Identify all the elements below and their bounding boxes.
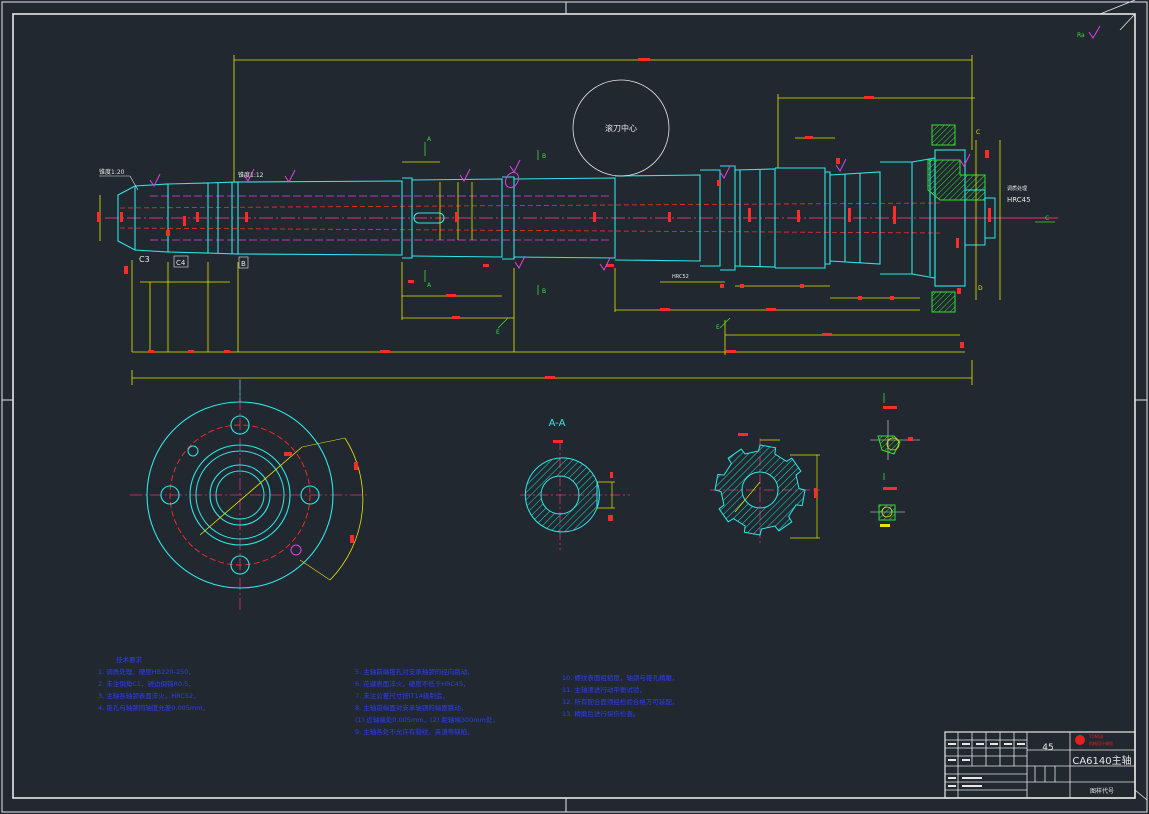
section-c-label: C xyxy=(1045,215,1049,222)
hardness-label: HRC45 xyxy=(1007,196,1031,204)
section-e-label-right: E xyxy=(716,324,720,331)
note-line: 5. 主轴前端锥孔对支承轴颈的径向跳动， xyxy=(355,668,474,676)
note-line: 8. 主轴前端面对支承轴颈的端面跳动， xyxy=(355,704,468,712)
chamfer-c4-label: C4 xyxy=(176,259,186,267)
shaft-bore-hidden xyxy=(119,202,941,234)
title-school-line2: 机械设计课程 xyxy=(1089,740,1113,746)
section-aa-view: A-A xyxy=(520,418,630,550)
spline-section-view xyxy=(710,433,820,546)
note-line: (1) 近轴端处0.005mm，(2) 距轴端300mm处， xyxy=(355,716,499,724)
dimension-lines xyxy=(99,55,1001,385)
note-line: 4. 锥孔与轴颈同轴度允差0.005mm， xyxy=(98,704,210,712)
shaft-outline xyxy=(117,157,936,279)
note-line: 12. 所有配合面须经检验合格方可装配， xyxy=(562,698,679,706)
title-material: 45 xyxy=(1042,743,1053,753)
datum-b-label: B xyxy=(241,260,246,268)
note-line: 11. 主轴须进行动平衡试验， xyxy=(562,686,646,694)
section-d-label: D xyxy=(978,285,983,292)
section-e-label-left: E xyxy=(496,329,500,336)
roughness-marks xyxy=(149,153,971,271)
section-a-label-top: A xyxy=(427,136,432,143)
section-c-label-flange: C xyxy=(976,129,980,136)
main-shaft-view: 滚刀中心 xyxy=(97,55,1058,385)
title-drawing-no: 图样代号 xyxy=(1090,787,1114,795)
note-line: 1. 调质处理，硬度HB220-250， xyxy=(98,668,195,676)
note-line: 9. 主轴各处不允许有裂纹、夹渣等缺陷， xyxy=(355,728,474,736)
hob-tool-circle: 滚刀中心 xyxy=(572,79,670,177)
section-aa-label: A-A xyxy=(549,418,566,429)
taper-left-label: 锥度1:20 xyxy=(99,168,125,176)
section-b-label-top: B xyxy=(542,153,546,160)
corner-roughness-symbol xyxy=(1088,25,1101,39)
note-line: 2. 未注倒角C1，锐边倒钝R0.5， xyxy=(98,680,195,688)
note-line: 10. 螺纹表面粗糙度，轴颈与锥孔精磨， xyxy=(562,674,679,682)
title-block xyxy=(944,731,1136,799)
front-flange-section xyxy=(927,124,996,313)
note-line: 3. 主轴各轴颈表面淬火，HRC52， xyxy=(98,692,200,700)
flange-end-view xyxy=(130,378,370,610)
section-a-label-bottom: A xyxy=(427,282,432,289)
hardness-note-label: 调质处理 xyxy=(1007,185,1027,192)
note-line: 7. 未注公差尺寸按IT14级制造， xyxy=(355,692,449,700)
hob-center-label: 滚刀中心 xyxy=(605,123,637,133)
section-markers xyxy=(424,142,1055,329)
corner-roughness-label: Ra xyxy=(1077,32,1085,39)
note-line: 13. 精磨后进行探伤检查。 xyxy=(562,710,640,718)
title-block-fillers xyxy=(948,743,1025,787)
chamfer-c3-label: C3 xyxy=(139,255,150,264)
section-b-label-bottom: B xyxy=(542,288,546,295)
title-school-line1: TONGJI xyxy=(1088,734,1103,739)
note-line: 6. 花键表面淬火，硬度不低于HRC45， xyxy=(355,680,470,688)
dimension-ticks xyxy=(97,58,991,379)
taper-mid-label: 锥度1:12 xyxy=(238,171,264,179)
title-drawing-name: CA6140主轴 xyxy=(1072,754,1131,767)
tech-notes-heading: 技术要求 xyxy=(116,656,142,664)
school-logo-icon xyxy=(1075,735,1085,745)
tech-notes-col3: 10. 螺纹表面粗糙度，轴颈与锥孔精磨， 11. 主轴须进行动平衡试验， 12.… xyxy=(562,672,678,720)
hardness-mid-label: HRC52 xyxy=(672,274,689,280)
detail-views xyxy=(870,393,920,527)
tech-notes-col1: 技术要求 1. 调质处理，硬度HB220-250， 2. 未注倒角C1，锐边倒钝… xyxy=(98,654,209,714)
tech-notes-col2: 5. 主轴前端锥孔对支承轴颈的径向跳动， 6. 花键表面淬火，硬度不低于HRC4… xyxy=(355,666,499,738)
